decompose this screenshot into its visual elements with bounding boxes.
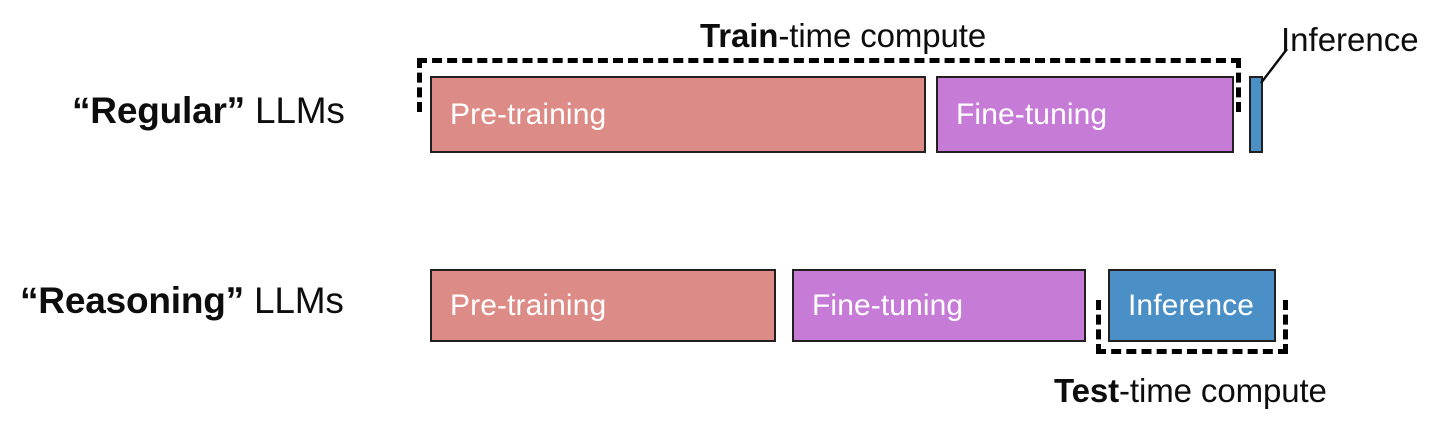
train-time-compute-caption-plain: -time compute [778,17,987,54]
test-time-compute-caption: Test-time compute [1054,374,1327,407]
train-time-compute-caption-strong: Train [700,17,779,54]
row-label-regular-suffix: LLMs [244,90,345,131]
bar-regular-pre-training[interactable]: Pre-training [430,76,926,153]
train-time-compute-bracket [417,58,1241,112]
row-label-reasoning-suffix: LLMs [243,280,344,321]
bar-regular-fine-tuning-label: Fine-tuning [956,97,1108,131]
inference-callout-label: Inference [1281,21,1419,58]
test-time-compute-bracket [1096,300,1288,354]
bar-reasoning-fine-tuning-label: Fine-tuning [812,288,964,322]
bar-reasoning-inference[interactable]: Inference [1108,269,1276,342]
row-label-regular: “Regular” LLMs [72,92,345,129]
train-time-compute-caption: Train-time compute [700,19,986,52]
bar-reasoning-inference-label: Inference [1128,288,1254,322]
bar-regular-fine-tuning[interactable]: Fine-tuning [936,76,1234,153]
bar-reasoning-pre-training-label: Pre-training [450,288,607,322]
test-time-compute-caption-plain: -time compute [1119,372,1327,409]
row-label-reasoning: “Reasoning” LLMs [20,282,344,319]
row-label-regular-quoted: “Regular” [72,90,245,131]
bar-regular-pre-training-label: Pre-training [450,97,607,131]
bar-reasoning-fine-tuning[interactable]: Fine-tuning [792,269,1086,342]
bar-reasoning-pre-training[interactable]: Pre-training [430,269,776,342]
row-label-reasoning-quoted: “Reasoning” [20,280,244,321]
test-time-compute-caption-strong: Test [1054,372,1120,409]
bar-regular-inference[interactable] [1249,76,1263,153]
